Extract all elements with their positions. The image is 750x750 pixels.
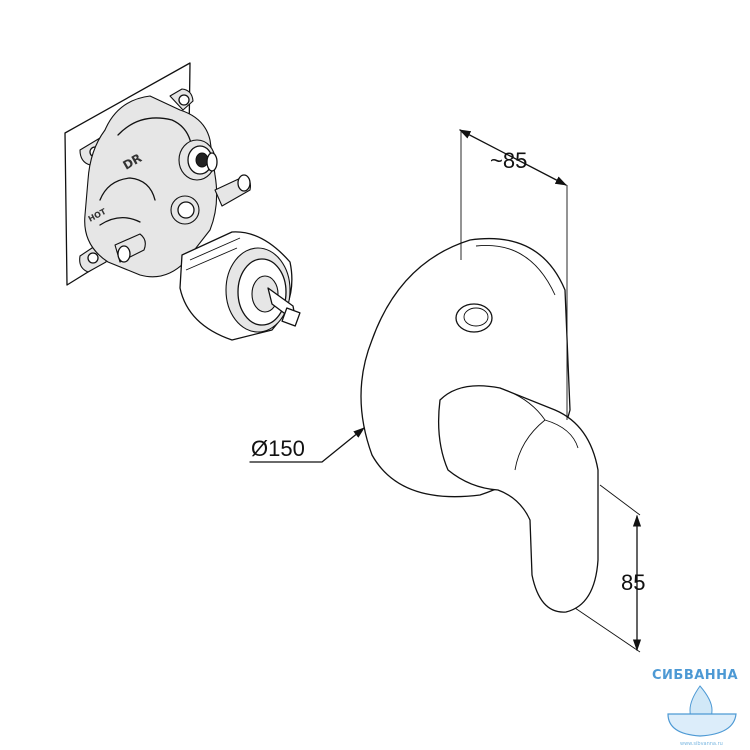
dimension-lever-length: 85	[574, 484, 645, 653]
diverter-knob[interactable]	[455, 303, 493, 333]
watermark-brand: СИБВАННА	[652, 668, 738, 683]
watermark-url: www.sibvanna.ru	[680, 741, 723, 747]
cast-body	[84, 95, 218, 278]
inlet-boss	[170, 195, 200, 225]
dimension-depth: ~85	[458, 129, 568, 420]
dimension-diameter-label: Ø150	[251, 436, 305, 461]
cartridge-cylinder	[179, 231, 293, 341]
bathtub-icon	[667, 713, 737, 737]
side-stub	[214, 174, 251, 207]
top-outlet	[178, 139, 218, 181]
concealed-valve-body: DR HOT	[64, 62, 301, 341]
dimension-depth-label: ~85	[490, 148, 527, 173]
lever-handle[interactable]	[438, 385, 599, 613]
watermark-logo: СИБВАННА www.sibvanna.ru	[652, 668, 738, 747]
spindle	[267, 287, 301, 327]
mounting-ear-top	[169, 88, 194, 111]
trim-assembly	[360, 237, 599, 613]
dimension-lever-label: 85	[621, 570, 645, 595]
inlet-stub-left	[114, 233, 146, 263]
dimension-diameter: Ø150	[249, 427, 365, 463]
